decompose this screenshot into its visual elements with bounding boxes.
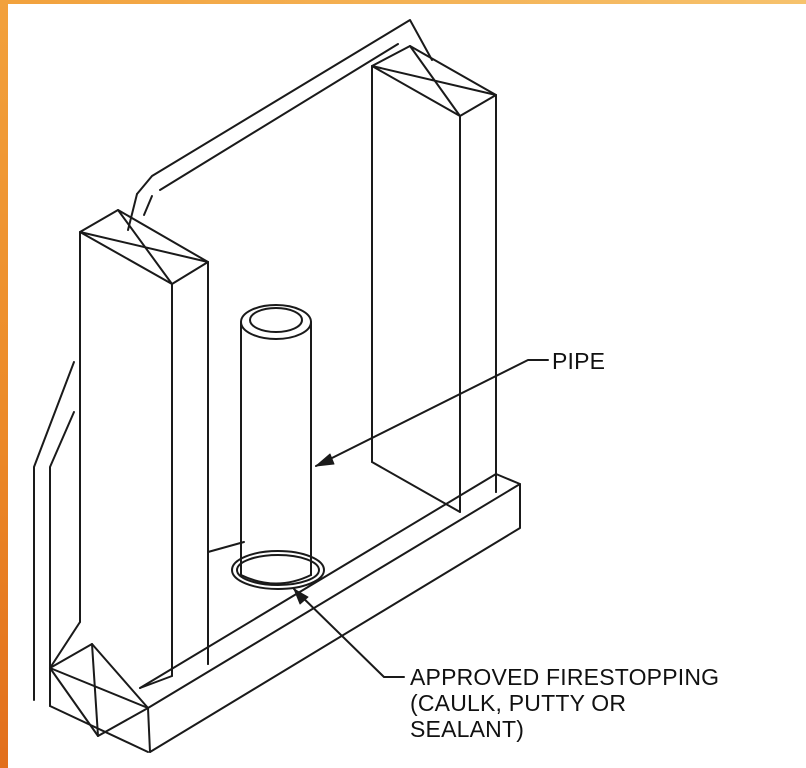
pipe-leader	[315, 359, 549, 467]
firestopping-ring	[231, 550, 325, 590]
pipe	[240, 304, 312, 585]
accent-bar-top	[0, 0, 806, 4]
firestopping-label-line2: (CAULK, PUTTY OR	[410, 690, 627, 716]
wall-edge-left	[33, 361, 75, 707]
right-stud	[371, 45, 497, 513]
pipe-label: PIPE	[552, 348, 606, 374]
left-stud	[79, 209, 209, 677]
firestopping-label-line1: APPROVED FIRESTOPPING	[410, 664, 720, 690]
wall-panel	[127, 19, 433, 463]
bottom-plate	[49, 461, 521, 753]
firestopping-label-line3: SEALANT)	[410, 716, 525, 742]
accent-bar-left	[0, 0, 8, 768]
firestopping-leader	[293, 588, 405, 678]
